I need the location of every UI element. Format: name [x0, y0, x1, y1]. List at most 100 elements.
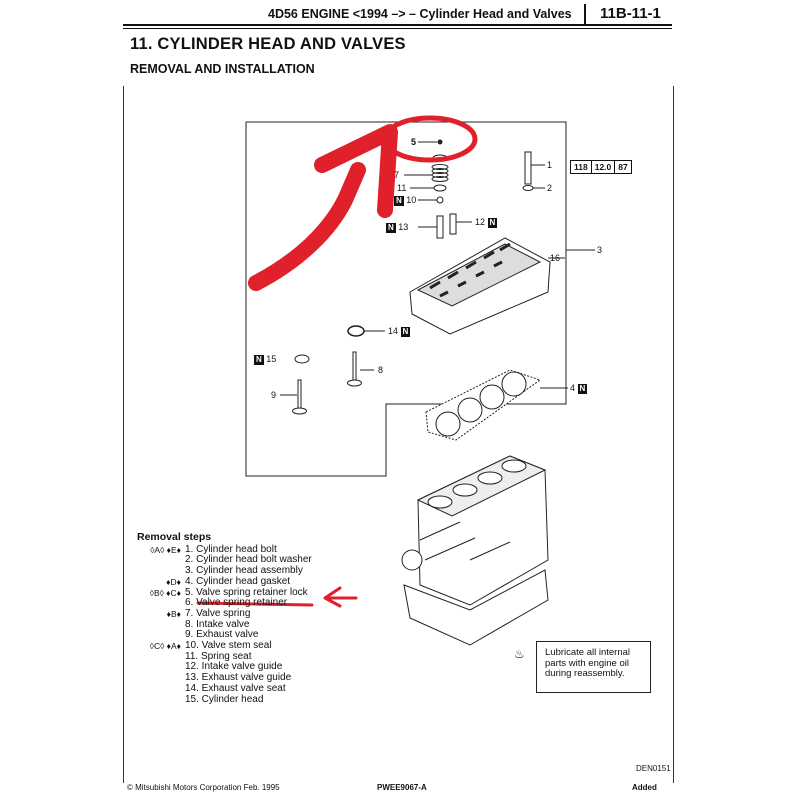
spring-seat-drawing	[433, 184, 447, 192]
figure-code: DEN0151	[636, 764, 671, 773]
list-item: 6. Valve spring retainer	[137, 598, 335, 609]
callout-14-row: 14 N	[388, 326, 411, 337]
step-text: 8. Intake valve	[185, 618, 250, 630]
list-item: 9. Exhaust valve	[137, 630, 335, 641]
service-marks: ◊B◊ ♦C♦	[149, 587, 181, 598]
callout-5: 5	[411, 137, 417, 147]
bolt-washer-drawing	[522, 185, 534, 191]
intake-valve-drawing	[347, 351, 362, 387]
callout-11: 11	[397, 183, 407, 193]
list-item: ◊B◊ ♦C♦ 5. Valve spring retainer lock	[137, 586, 335, 599]
callout-15: 15	[266, 354, 277, 364]
step-text: 9. Exhaust valve	[185, 629, 259, 641]
running-header-title: 4D56 ENGINE <1994 –> – Cylinder Head and…	[268, 7, 572, 21]
callout-13-row: N 13	[386, 222, 408, 233]
step-text: 2. Cylinder head bolt washer	[185, 554, 312, 566]
new-part-marker: N	[400, 327, 411, 337]
new-part-marker: N	[386, 223, 396, 233]
oil-can-icon: ♨	[514, 647, 525, 661]
subsection-title: REMOVAL AND INSTALLATION	[130, 62, 315, 76]
service-marks	[137, 555, 185, 566]
intake-guide-drawing	[449, 213, 457, 235]
service-marks	[137, 652, 185, 663]
list-item: 8. Intake valve	[137, 618, 335, 631]
header-divider	[584, 4, 586, 24]
new-part-marker: N	[577, 384, 588, 394]
service-marks: ◊A◊ ♦E♦	[150, 544, 181, 555]
annotation-arrow-small	[323, 586, 358, 608]
list-item: 11. Spring seat	[137, 650, 335, 663]
header-rule-thin	[123, 28, 672, 29]
step-text: 5. Valve spring retainer lock	[185, 586, 308, 598]
header-rule	[123, 24, 672, 26]
step-text: 13. Exhaust valve guide	[185, 672, 292, 684]
section-title: 11. CYLINDER HEAD AND VALVES	[130, 35, 406, 53]
service-marks	[137, 598, 185, 609]
removal-steps: Removal steps ◊A◊ ♦E♦ 1. Cylinder head bo…	[137, 532, 335, 705]
valve-spring-drawing	[431, 164, 449, 182]
callout-7: 7	[394, 170, 400, 180]
annotation-arrow-big	[248, 124, 398, 291]
callout-12: 12	[475, 217, 486, 227]
callout-8: 8	[378, 365, 384, 375]
step-text: 4. Cylinder head gasket	[185, 575, 291, 587]
footer-copyright: © Mitsubishi Motors Corporation Feb. 199…	[127, 783, 280, 792]
callout-10: 10	[406, 195, 417, 205]
valve-stem-seal-drawing	[436, 196, 444, 204]
torque-spec: 118 12.0 87	[570, 160, 632, 174]
callout-15-row: N 15	[254, 354, 276, 365]
removal-steps-title: Removal steps	[137, 531, 212, 543]
retainer-lock-drawing	[437, 139, 443, 145]
engine-block-drawing	[401, 455, 549, 646]
service-marks	[137, 673, 185, 684]
footer-status: Added	[632, 783, 657, 792]
step-text: 15. Cylinder head	[185, 693, 264, 705]
step-text: 14. Exhaust valve seat	[185, 682, 286, 694]
exhaust-guide-drawing	[436, 215, 444, 239]
step-text: 11. Spring seat	[185, 650, 252, 662]
annotation-circle	[382, 115, 478, 163]
step-text: 7. Valve spring	[185, 607, 251, 619]
callout-4-row: 4 N	[570, 383, 588, 394]
list-item: 3. Cylinder head assembly	[137, 565, 335, 577]
service-marks	[137, 566, 185, 577]
step-text: 10. Valve stem seal	[185, 640, 272, 652]
new-part-marker: N	[394, 196, 404, 206]
list-item: 2. Cylinder head bolt washer	[137, 555, 335, 566]
callout-2: 2	[547, 183, 553, 193]
callout-9: 9	[271, 390, 277, 400]
list-item: 12. Intake valve guide	[137, 662, 335, 673]
step-text: 1. Cylinder head bolt	[185, 543, 277, 555]
page-number: 11B-11-1	[600, 5, 661, 22]
torque-nm: 118	[571, 161, 592, 173]
list-item: ♦B♦7. Valve spring	[137, 607, 335, 620]
cylinder-head-gasket-drawing	[425, 369, 542, 441]
head-washer-drawing	[294, 354, 310, 364]
list-item: ◊A◊ ♦E♦ 1. Cylinder head bolt	[137, 543, 335, 556]
list-item: 15. Cylinder head	[137, 693, 335, 706]
list-item: 13. Exhaust valve guide	[137, 672, 335, 684]
annotation-underline	[196, 601, 314, 607]
service-marks: ◊C◊ ♦A♦	[149, 641, 181, 652]
new-part-marker: N	[487, 218, 498, 228]
callout-14: 14	[388, 326, 399, 336]
lubrication-note: Lubricate all internal parts with engine…	[536, 641, 651, 693]
callout-13: 13	[398, 222, 409, 232]
service-marks	[137, 662, 185, 673]
footer-doc-code: PWEE9067-A	[377, 783, 427, 792]
callout-4: 4	[570, 383, 576, 393]
callout-16: 16	[550, 253, 561, 263]
callout-12-row: 12 N	[475, 217, 498, 228]
list-item: ◊C◊ ♦A♦ 10. Valve stem seal	[137, 640, 335, 652]
service-marks	[137, 620, 185, 631]
step-text: 3. Cylinder head assembly	[185, 565, 303, 577]
callout-3: 3	[597, 245, 603, 255]
service-marks: ♦D♦	[166, 576, 181, 587]
callout-10-row: N 10	[394, 195, 416, 206]
cylinder-head-bolt-drawing	[524, 151, 545, 185]
step-text: 6. Valve spring retainer	[185, 597, 288, 609]
service-marks	[137, 695, 185, 706]
list-item: ♦D♦ 4. Cylinder head gasket	[137, 575, 335, 588]
new-part-marker: N	[254, 355, 264, 365]
